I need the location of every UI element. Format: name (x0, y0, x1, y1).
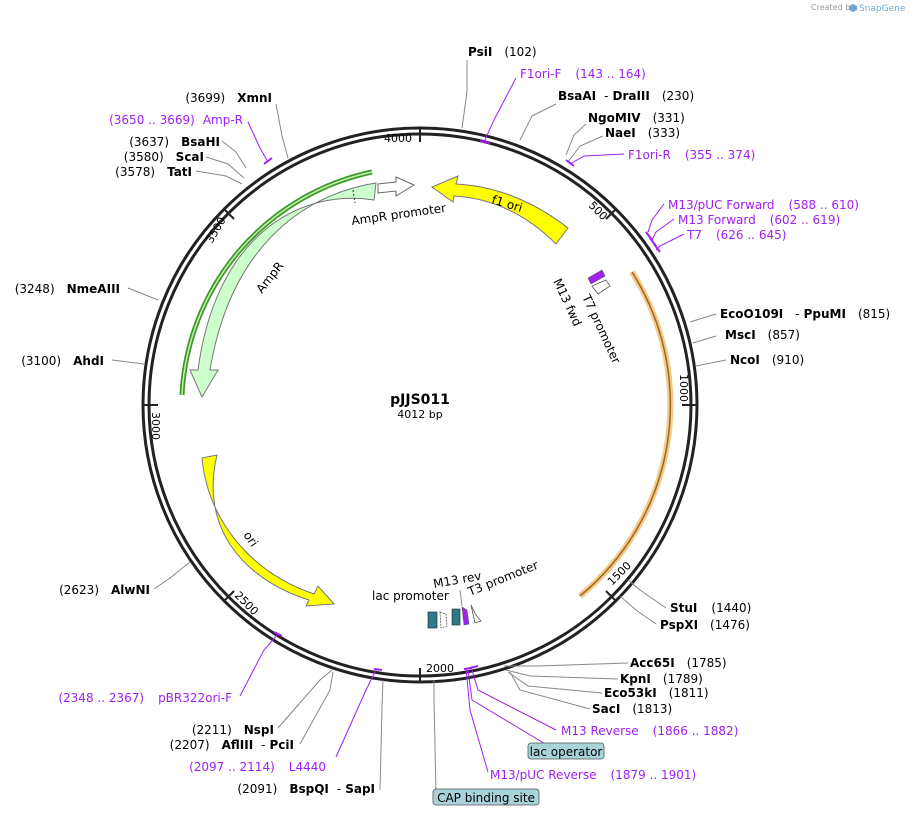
f1-ori-label: f1 ori (490, 192, 524, 215)
lac-operator-label: lac operator (530, 745, 603, 759)
tick-500: 500 (586, 199, 610, 223)
primer-t7: T7(626 .. 645) (686, 228, 786, 242)
primer-m13-puc-reverse: M13/pUC Reverse(1879 .. 1901) (490, 768, 696, 782)
tick-3500: 3500 (203, 215, 228, 246)
site-ahdi: (3100)AhdI (21, 354, 104, 368)
site-msci: MscI(857) (725, 328, 800, 342)
site-eco53ki: Eco53kI(1811) (604, 686, 709, 700)
site-nspi: (2211)NspI (192, 723, 274, 737)
lac-promoter-arrow (439, 611, 448, 629)
ampr-arrow (189, 182, 377, 399)
site-afliii-pcii: (2207)AflIII-PciI (170, 738, 294, 752)
ampr-promoter-arrow (377, 176, 416, 197)
site-acc65i: Acc65I(1785) (630, 656, 727, 670)
credit-prefix: Created by (811, 3, 855, 12)
m13-rev-leader (459, 589, 463, 607)
site-bsahi: (3637)BsaHI (129, 135, 220, 149)
lac-promoter-label: lac promoter (372, 589, 449, 603)
primer-l4440: (2097 .. 2114)L4440 (189, 760, 326, 774)
primer-pbr322ori-f: (2348 .. 2367)pBR322ori-F (58, 691, 232, 705)
cap-binding-site-badge (432, 788, 540, 806)
ampr-promoter-label: AmpR promoter (350, 201, 446, 228)
m13-rev-marker (461, 606, 470, 626)
t3-promoter-arrow (470, 604, 482, 624)
cap-binding-site-label: CAP binding site (437, 791, 535, 805)
orange-highlight-core (579, 271, 672, 597)
site-ncoi: NcoI(910) (730, 353, 804, 367)
site-pspxi: PspXI(1476) (660, 618, 750, 632)
site-saci: SacI(1813) (592, 702, 672, 716)
site-kpni: KpnI(1789) (620, 672, 703, 686)
site-nmeaiii: (3248)NmeAIII (15, 282, 120, 296)
primer-ticks (263, 140, 661, 671)
tick-marks (144, 128, 696, 682)
site-tati: (3578)TatI (115, 165, 192, 179)
site-ecoo109i-ppumi: EcoO109I-PpuMI(815) (720, 307, 890, 321)
primer-f1ori-f: F1ori-F(143 .. 164) (520, 67, 646, 81)
primer-m13-puc-forward: M13/pUC Forward(588 .. 610) (668, 198, 859, 212)
primer-m13-forward: M13 Forward(602 .. 619) (678, 213, 840, 227)
m13-fwd-label: M13 fwd (550, 276, 584, 328)
primer-leaders (239, 77, 685, 793)
primer-f1ori-r: F1ori-R(355 .. 374) (628, 148, 755, 162)
plasmid-name: pJJS011 (390, 392, 450, 408)
lac-operator-box (451, 608, 461, 626)
t7-promoter-label: T7 promoter (579, 291, 624, 365)
primer-amp-r: (3650 .. 3669)Amp-R (109, 113, 243, 127)
site-stui: StuI(1440) (670, 601, 751, 615)
site-scai: (3580)ScaI (124, 150, 204, 164)
t7-promoter-arrow (591, 279, 611, 295)
f1-ori-arrow (430, 175, 569, 245)
ori-label: ori (241, 529, 261, 550)
credit-brand: SnapGene (859, 4, 906, 14)
snapgene-logo-icon (849, 4, 857, 12)
tick-3000: 3000 (149, 412, 162, 440)
lac-operator-badge (527, 742, 605, 760)
ori-arrow (201, 454, 336, 607)
site-psii: PsiI(102) (468, 45, 537, 59)
m13-fwd-marker (587, 269, 606, 285)
site-leaders-left (111, 103, 384, 791)
plasmid-size: 4012 bp (397, 408, 442, 421)
lac-promoter-box (427, 611, 438, 629)
tick-1000: 1000 (677, 374, 690, 402)
primer-m13-reverse: M13 Reverse(1866 .. 1882) (561, 724, 738, 738)
site-ngomiv: NgoMIV(331) (588, 111, 685, 125)
site-bspqi-sapi: (2091)BspQI-SapI (237, 782, 375, 796)
site-alwni: (2623)AlwNI (59, 583, 150, 597)
site-naei: NaeI(333) (605, 126, 680, 140)
green-highlight-core (181, 171, 373, 396)
site-xmni: (3699)XmnI (185, 91, 272, 105)
site-bsaai-draiii: BsaAI-DraIII(230) (558, 89, 694, 103)
tick-4000: 4000 (384, 132, 412, 145)
site-leaders-right (461, 60, 727, 710)
ampr-label: AmpR (253, 259, 286, 296)
tick-2000: 2000 (426, 662, 454, 675)
